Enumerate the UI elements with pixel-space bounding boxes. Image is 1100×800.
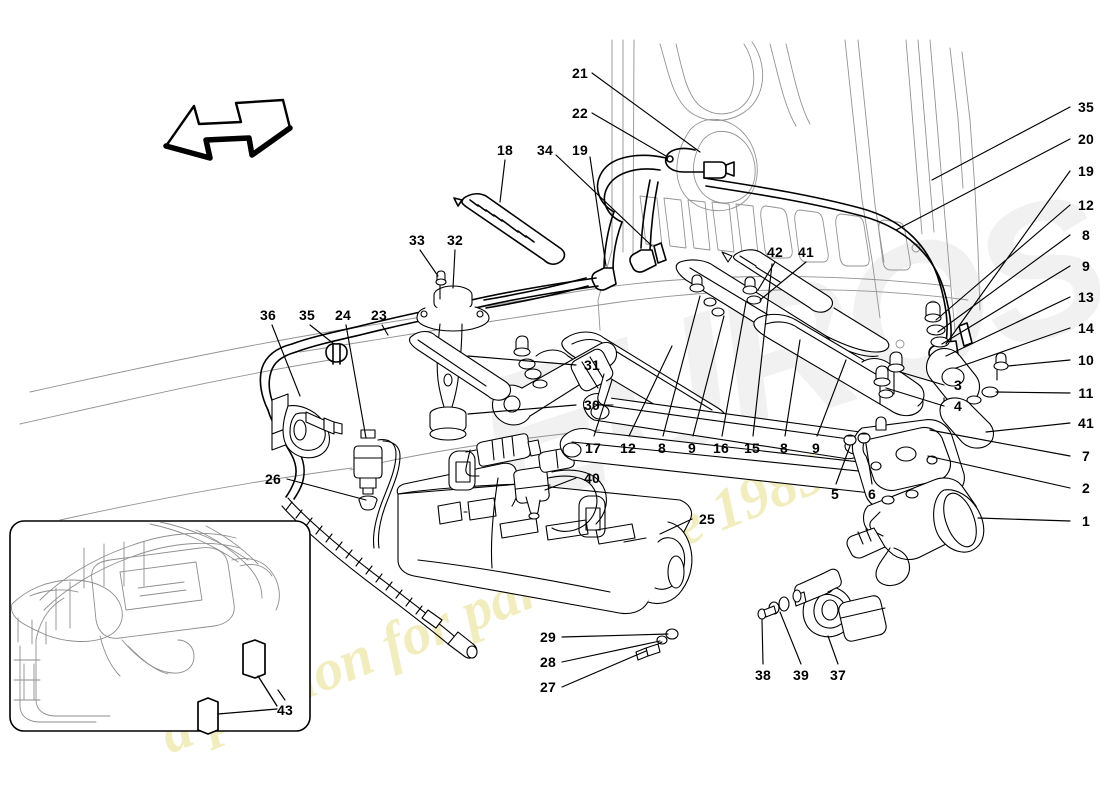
wiper-linkage-rods [559,348,943,500]
callout-19-right: 19 [1078,163,1094,179]
callout-11-right: 11 [1078,385,1094,401]
callout-8-center: 8 [658,440,666,456]
callout-24: 24 [335,307,351,323]
callout-9-center: 9 [688,440,696,456]
callout-39: 39 [793,667,809,683]
ghost-bodywork [19,39,981,521]
callout-3: 3 [954,377,962,393]
callout-14-right: 14 [1078,320,1094,336]
callout-17: 17 [585,440,601,456]
callout-30: 30 [584,397,600,413]
callout-34: 34 [537,142,553,158]
callout-13-right: 13 [1078,289,1094,305]
callout-40: 40 [584,470,600,486]
callout-36: 36 [260,307,276,323]
washer-pump-assembly [353,429,401,549]
washer-fluid-tank [396,433,693,661]
callout-8-center-2: 8 [780,440,788,456]
callout-26: 26 [265,471,281,487]
callout-7-right: 7 [1082,448,1090,464]
callout-38: 38 [755,667,771,683]
callout-33: 33 [409,232,425,248]
callout-10-right: 10 [1078,352,1094,368]
callout-31: 31 [584,357,600,373]
callout-2-right: 2 [1082,480,1090,496]
washer-reservoir-filler [416,270,490,441]
callout-12-right: 12 [1078,197,1094,213]
callout-35-left: 35 [299,307,315,323]
forward-direction-arrow [163,98,293,161]
callout-28: 28 [540,654,556,670]
callout-25: 25 [699,511,715,527]
callout-41-right: 41 [1078,415,1094,431]
callout-35-right: 35 [1078,99,1094,115]
callout-18: 18 [497,142,513,158]
callout-15: 15 [744,440,760,456]
callout-6: 6 [868,486,876,502]
callout-9-right: 9 [1082,258,1090,274]
callout-12-center: 12 [620,440,636,456]
callout-43: 43 [277,702,293,718]
inset-location-view [9,520,311,735]
callout-32: 32 [447,232,463,248]
callout-42: 42 [767,244,783,260]
callout-23: 23 [371,307,387,323]
callout-5: 5 [831,486,839,502]
callout-41-center: 41 [798,244,814,260]
callout-22: 22 [572,105,588,121]
horn-assembly [757,568,887,642]
callout-27: 27 [540,679,556,695]
callout-1-right: 1 [1082,513,1090,529]
callout-8-right: 8 [1082,227,1090,243]
callout-37: 37 [830,667,846,683]
callout-20: 20 [1078,131,1094,147]
callout-21: 21 [572,65,588,81]
callout-4: 4 [954,398,962,414]
leader-lines [271,72,1071,701]
wiper-motor [846,477,985,587]
left-horn-bracket-assembly [271,393,343,459]
callout-29: 29 [540,629,556,645]
right-pivot-housing [924,301,1009,449]
callout-16: 16 [713,440,729,456]
callout-19-top: 19 [572,142,588,158]
callout-9-center-2: 9 [812,440,820,456]
